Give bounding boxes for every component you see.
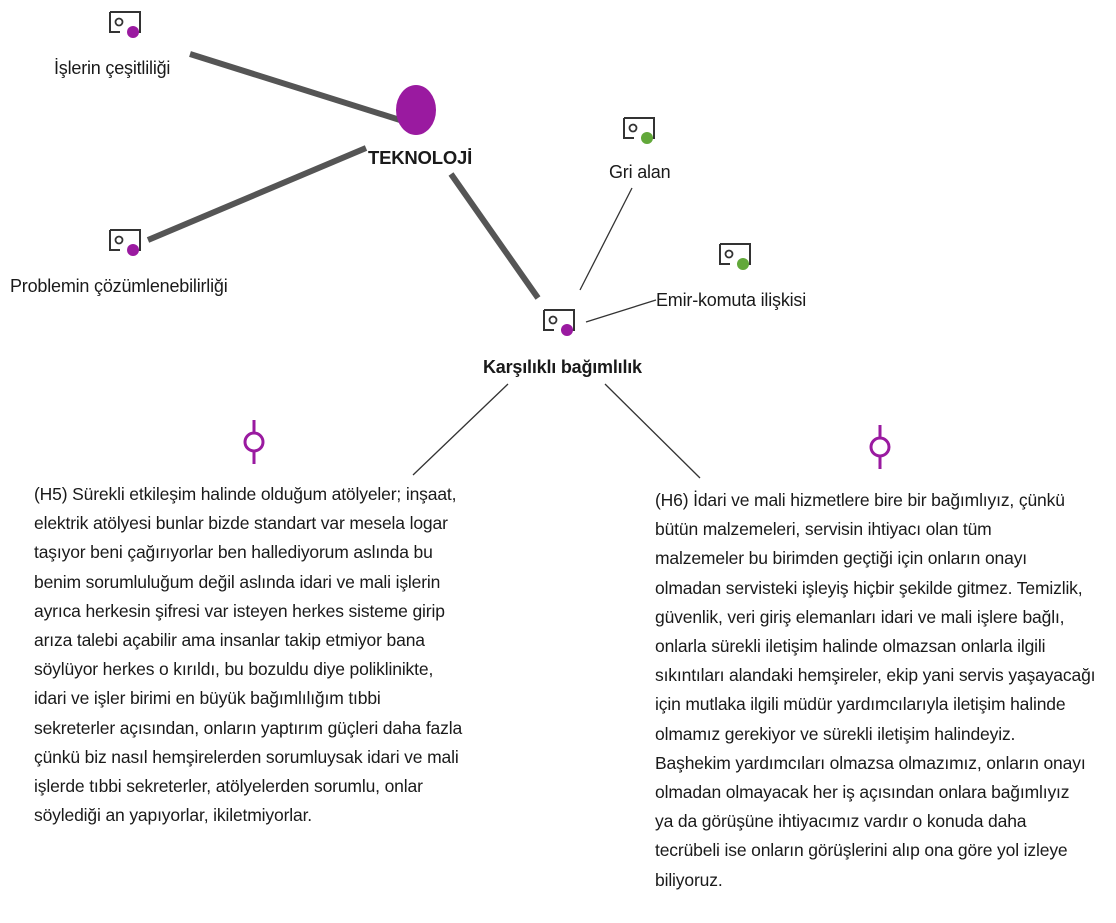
- quote-text-h5: (H5) Sürekli etkileşim halinde olduğum a…: [34, 484, 463, 826]
- quote-pin-icon[interactable]: [866, 423, 894, 471]
- node-label-problem[interactable]: Problemin çözümlenebilirliği: [10, 276, 228, 296]
- theme-circle-icon: [396, 85, 436, 135]
- node-label-emir[interactable]: Emir-komuta ilişkisi: [656, 290, 807, 310]
- link-bagimlilik-emir: [585, 299, 657, 323]
- code-node-icon[interactable]: [106, 224, 146, 258]
- node-label-gri[interactable]: Gri alan: [609, 162, 671, 182]
- link-teknoloji-bagimlilik: [448, 172, 541, 300]
- node-label-bagimlilik[interactable]: Karşılıklı bağımlılık: [483, 357, 642, 377]
- code-node-icon[interactable]: [106, 6, 146, 40]
- link-bagimlilik-gri: [579, 187, 633, 291]
- node-label-isler[interactable]: İşlerin çeşitliliği: [54, 58, 171, 78]
- link-bagimlilik-h5: [412, 383, 509, 476]
- link-teknoloji-problem: [146, 145, 368, 243]
- quote-text-h6: (H6) İdari ve mali hizmetlere bire bir b…: [655, 490, 1096, 890]
- quote-pin-icon[interactable]: [240, 418, 268, 466]
- code-node-icon[interactable]: [540, 304, 580, 338]
- code-node-icon[interactable]: [716, 238, 756, 272]
- code-node-icon[interactable]: [620, 112, 660, 146]
- node-label-teknoloji[interactable]: TEKNOLOJİ: [368, 147, 473, 168]
- link-teknoloji-isler: [189, 51, 401, 123]
- link-bagimlilik-h6: [604, 383, 701, 479]
